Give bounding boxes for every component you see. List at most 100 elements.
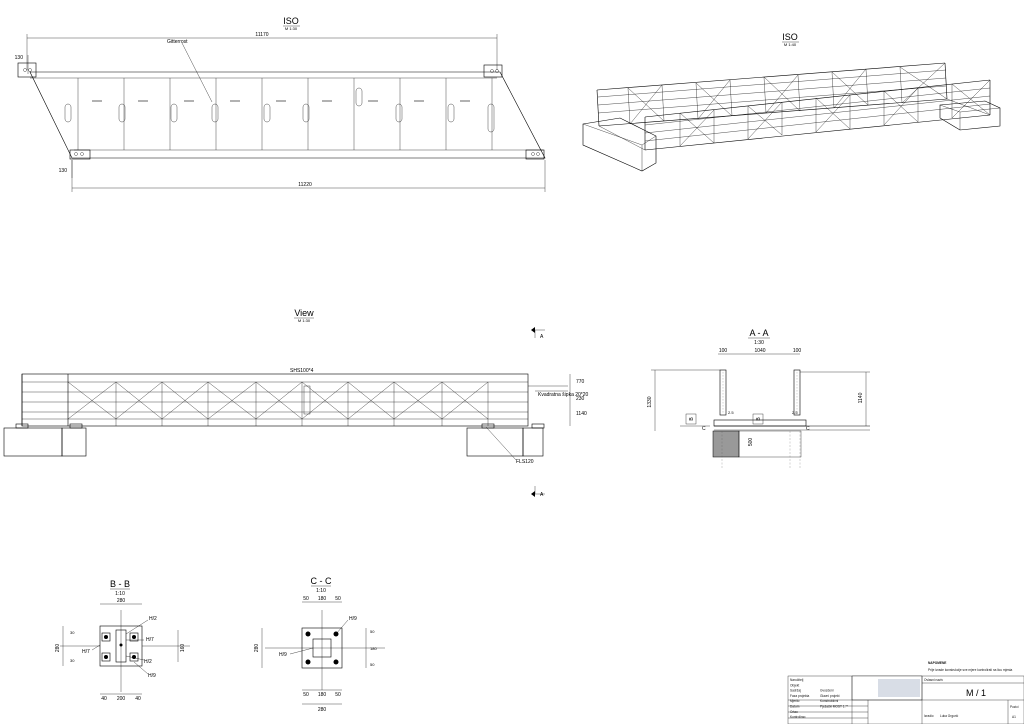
abutment-right — [939, 100, 1001, 131]
dim-cc-r2: 180 — [370, 646, 377, 651]
dim-100-right: 100 — [793, 348, 802, 354]
label-fls: FLS120 — [516, 459, 534, 465]
dim-bb-top: 280 — [117, 598, 126, 604]
dim-small-left: 2.5 — [728, 410, 734, 415]
iso-3d-view: ISO M 1:40 — [582, 32, 1001, 172]
notes-title: NAPOMENE — [928, 661, 946, 665]
callout-gitterrost: Gitterrost — [167, 39, 188, 45]
support-plate — [525, 149, 545, 160]
title-block-row-label: Faza projekta — [790, 694, 810, 698]
iso-3d-scale: M 1:40 — [784, 42, 797, 47]
foundation-hatch — [712, 430, 740, 458]
dim-bb-b3: 40 — [135, 696, 141, 702]
elevation-view: View M 1:30 SHS100*4 — [3, 308, 589, 498]
title-block: NAPOMENE Prije izrade konstrukcije sve m… — [787, 661, 1024, 724]
view-title: View — [294, 308, 314, 318]
dim-cc-b2: 180 — [318, 692, 327, 698]
dim-cc-t3: 50 — [335, 596, 341, 602]
title-block-row-label: Datum — [790, 705, 800, 709]
dim-bb-b1: 40 — [101, 696, 107, 702]
weld-cc-1: H/9 — [349, 616, 357, 622]
post-left — [719, 369, 727, 416]
dim-bb-right: 160 — [180, 644, 186, 653]
label-shs: SHS100*4 — [290, 368, 314, 374]
dim-cc-r1: 50 — [370, 629, 375, 634]
drawing-number: M / 1 — [966, 688, 986, 698]
marker-b-right: B — [756, 417, 762, 421]
dim-bb-l1: 30 — [70, 630, 75, 635]
title-block-row-label: Kontrolirao — [790, 715, 806, 719]
marker-c-right: C — [806, 426, 810, 432]
marker-c-left: C — [702, 426, 706, 432]
dim-100-left: 100 — [719, 348, 728, 354]
dim-cc-b3: 50 — [335, 692, 341, 698]
iso-top-scale: M 1:30 — [285, 26, 298, 31]
weld-bb-2: H/7 — [146, 637, 154, 643]
iso-top-view: ISO M 1:30 11170 — [15, 16, 546, 192]
section-marker-a-bottom: A — [540, 492, 544, 498]
dim-cc-t1: 50 — [303, 596, 309, 602]
title-block-row-value: Konstruktivni — [820, 699, 839, 703]
dim-left-top: 130 — [15, 55, 24, 61]
iso-3d-title: ISO — [782, 32, 798, 42]
section-bb: B - B 1:10 280 280 30 30 160 40 200 40 H… — [55, 579, 190, 702]
dim-500: 500 — [748, 438, 754, 447]
section-cc-title: C - C — [311, 576, 332, 586]
dim-cc-bottom: 280 — [318, 707, 327, 713]
dim-1140: 1140 — [576, 411, 587, 417]
dim-1040: 1040 — [754, 348, 765, 354]
label-kvadratna: Kvadratna šipka 20*20 — [538, 392, 589, 398]
support-plate — [483, 64, 503, 78]
dim-230: 230 — [576, 396, 585, 402]
dim-bb-b2: 200 — [117, 696, 126, 702]
title-block-row-label: Crtao — [790, 710, 798, 714]
designer-label: Izradio — [924, 714, 934, 718]
elevation-bracing — [67, 381, 489, 426]
section-aa: A - A 1:30 100 1040 100 1330 1140 500 B — [647, 328, 870, 468]
section-bb-scale: 1:10 — [115, 591, 125, 597]
section-marker-a-top: A — [540, 334, 544, 340]
view-scale: M 1:30 — [298, 318, 311, 323]
weld-bb-3: H/7 — [82, 649, 90, 655]
support-plate — [17, 62, 37, 78]
designer-name: Luka Grgurić — [940, 714, 959, 718]
section-aa-title: A - A — [749, 328, 768, 338]
marker-b-left: B — [689, 417, 695, 421]
dim-bb-left: 280 — [55, 644, 61, 653]
dim-cc-t2: 180 — [318, 596, 327, 602]
sheet-value: A1 — [1012, 715, 1016, 719]
post-right — [793, 369, 801, 416]
dim-cc-left: 280 — [254, 644, 260, 653]
far-truss — [644, 79, 991, 151]
weld-bb-5: H/9 — [148, 673, 156, 679]
iso-top-title: ISO — [283, 16, 299, 26]
truss-bracing — [598, 62, 991, 151]
title-block-row-label: Naručitelj — [790, 678, 804, 682]
title-block-row-label: Objekt — [790, 683, 799, 687]
dim-cc-r3: 50 — [370, 662, 375, 667]
grating-panels — [64, 78, 495, 150]
dim-770: 770 — [576, 379, 585, 385]
abutment-left — [3, 427, 63, 457]
deck-outline — [29, 71, 546, 159]
dim-1330: 1330 — [647, 396, 653, 407]
dim-cc-b1: 50 — [303, 692, 309, 698]
title-block-row-value: Glavni projekt — [820, 694, 840, 698]
section-cc-scale: 1:10 — [316, 588, 326, 594]
title-block-row-value: Pješački MOST 1:** — [820, 705, 849, 709]
dim-top-11170: 11170 — [255, 32, 268, 38]
dim-bottom-11220: 11220 — [298, 182, 312, 188]
dim-bb-l2: 30 — [70, 658, 75, 663]
title-block-row-label: Mjerilo — [790, 699, 800, 703]
abutment-right — [466, 427, 524, 457]
notes-text: Prije izrade konstrukcije sve mjere kont… — [928, 668, 1013, 672]
support-plate — [69, 149, 91, 160]
truss-frame — [21, 373, 529, 427]
weld-bb-1: H/2 — [149, 616, 157, 622]
title-block-row-label: Sadržaj — [790, 689, 801, 693]
abutment-left — [582, 117, 657, 172]
dim-small-right: 2.5 — [792, 410, 798, 415]
section-cc: C - C 1:10 50 180 50 280 50 180 50 50 18… — [254, 576, 385, 713]
near-truss — [596, 62, 948, 127]
